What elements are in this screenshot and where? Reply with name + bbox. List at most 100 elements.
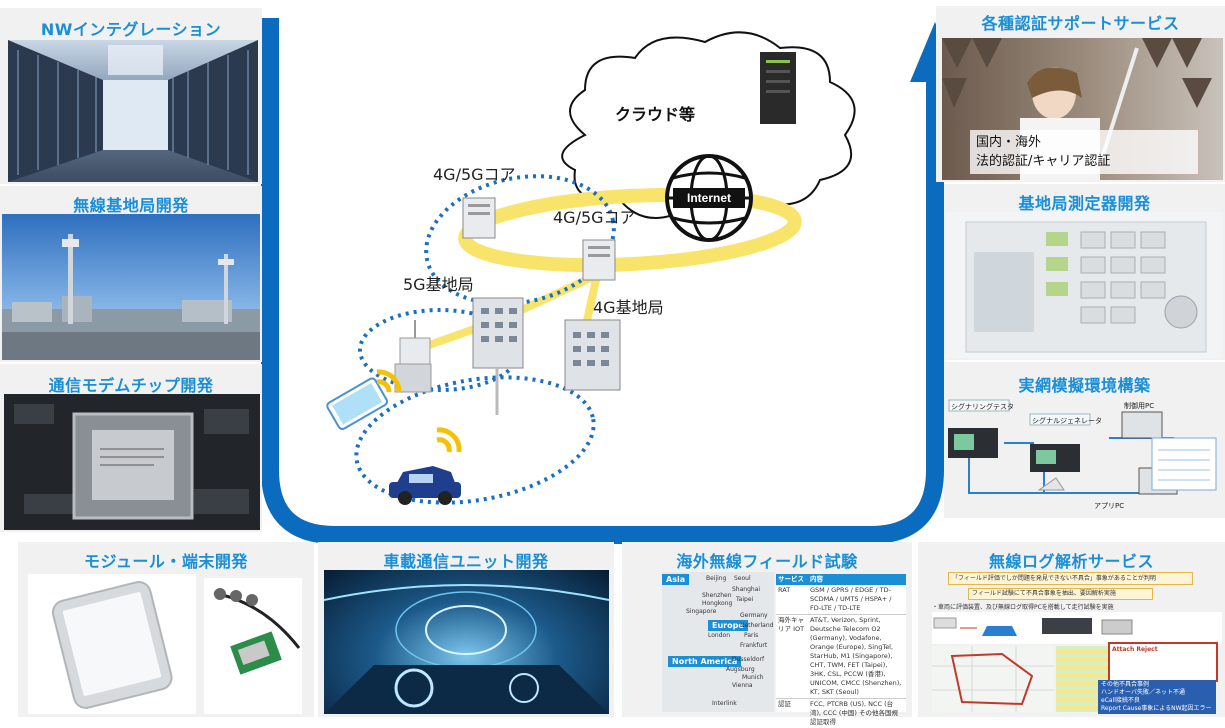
table-row: 認証 FCC, PTCRB (US), NCC (台湾), CCC (中国) そ… bbox=[776, 699, 906, 728]
instrument-photo bbox=[946, 212, 1223, 358]
caption-line-1: 国内・海外 bbox=[976, 135, 1042, 150]
emu-label-app-pc: アプリPC bbox=[1094, 502, 1124, 510]
car-icon bbox=[389, 466, 461, 505]
connected-car-photo bbox=[324, 570, 609, 714]
panel-measurement-instrument: 基地局測定器開発 bbox=[944, 184, 1225, 360]
city-germany: Germany bbox=[740, 612, 768, 619]
bullet-item: eCall接続不良 bbox=[1101, 697, 1140, 704]
city-shanghai: Shanghai bbox=[732, 586, 761, 593]
core-server-b-icon bbox=[582, 239, 616, 281]
city-interlink: Interlink bbox=[712, 700, 737, 707]
certification-lab-photo: 国内・海外 法的認証/キャリア認証 bbox=[942, 38, 1223, 180]
city-vienna: Vienna bbox=[732, 682, 753, 689]
attach-reject-title: Attach Reject bbox=[1112, 646, 1158, 653]
panel-title: 無線ログ解析サービス bbox=[988, 552, 1154, 571]
panel-title: モジュール・端末開発 bbox=[84, 552, 248, 571]
log-note: ・車両に評価装置、及び無線ログ取得PCを搭載して走行試験を実施 bbox=[932, 604, 1114, 611]
signal-icon bbox=[436, 427, 462, 453]
core-b-label: 4G/5Gコア bbox=[553, 208, 636, 227]
city-frankfurt: Frankfurt bbox=[740, 642, 768, 649]
caption-line-2: 法的認証/キャリア認証 bbox=[976, 154, 1111, 169]
panel-title: 車載通信ユニット開発 bbox=[383, 552, 549, 571]
attach-reject-box: Attach Reject bbox=[1108, 642, 1218, 682]
panel-overseas-field-test: 海外無線フィールド試験 Asia Europe North America Be… bbox=[622, 542, 912, 726]
row-text: AT&T, Verizon, Sprint, Deutsche Telecom … bbox=[810, 616, 902, 696]
bullet-item: ハンドオーバ失敗／ネット不通 bbox=[1101, 689, 1185, 696]
panel-network-emulation: 実網模擬環境構築 制御用PC シグナリングテスタ シグナルジェネレータ アプリP… bbox=[944, 362, 1225, 518]
panel-log-analysis: 無線ログ解析サービス 「フィールド評価でしか問題を発見できない不具合」事象がある… bbox=[918, 542, 1225, 717]
table-row: 海外キャリア IOT AT&T, Verizon, Sprint, Deutsc… bbox=[776, 615, 906, 699]
bs-4g-label: 4G基地局 bbox=[593, 298, 664, 317]
table-header: サービス 内容 bbox=[776, 574, 906, 585]
panel-title: 通信モデムチップ開発 bbox=[48, 376, 214, 395]
world-map-area: Asia Europe North America Beijing Seoul … bbox=[662, 572, 774, 712]
city-netherland: Netherland bbox=[740, 622, 774, 629]
region-europe: Europe bbox=[708, 620, 748, 631]
panel-title: 海外無線フィールド試験 bbox=[676, 552, 858, 571]
row-label: 認証 bbox=[778, 700, 791, 708]
smartphone-photo bbox=[28, 574, 196, 714]
emu-label-signal-generator: シグナルジェネレータ bbox=[1032, 416, 1102, 425]
emu-label-control-pc: 制御用PC bbox=[1124, 401, 1154, 410]
header-content: 内容 bbox=[810, 575, 823, 583]
rooftop-antenna-photo bbox=[2, 214, 260, 360]
core-a-label: 4G/5Gコア bbox=[433, 165, 516, 184]
city-london: London bbox=[708, 632, 730, 639]
city-taipei: Taipei bbox=[736, 596, 754, 603]
small-cell-antenna-icon bbox=[394, 320, 432, 393]
row-text: GSM / GPRS / EDGE / TD-SCDMA / UMTS / HS… bbox=[810, 586, 892, 612]
city-hongkong: Hongkong bbox=[702, 600, 733, 607]
log-map-area bbox=[932, 646, 1054, 712]
row-text: FCC, PTCRB (US), NCC (台湾), CCC (中国) その他各… bbox=[810, 700, 898, 726]
log-banner-2: フィールド試験にて不具合事象を抽出、要因解析実施 bbox=[968, 588, 1153, 600]
module-component-photo bbox=[204, 578, 302, 714]
bullet-item: その他不具合事例 bbox=[1101, 681, 1150, 688]
panel-title: 実網模擬環境構築 bbox=[1018, 376, 1151, 395]
core-ring bbox=[458, 187, 802, 273]
row-label: RAT bbox=[778, 586, 791, 594]
panel-title: 各種認証サポートサービス bbox=[981, 14, 1180, 33]
5g-base-station-building-icon bbox=[472, 297, 524, 369]
panel-nw-integration: NWインテグレーション bbox=[0, 8, 262, 184]
internet-label: Internet bbox=[687, 191, 731, 205]
signal-icon bbox=[376, 369, 402, 393]
coverage-ring-4g bbox=[354, 375, 596, 505]
table-row: RAT GSM / GPRS / EDGE / TD-SCDMA / UMTS … bbox=[776, 585, 906, 615]
bullet-item: Report Cause事象によるNW起因エラー bbox=[1101, 705, 1212, 712]
cloud-server-icon bbox=[760, 52, 796, 124]
bs-5g-label: 5G基地局 bbox=[403, 275, 474, 294]
coverage-ring-core bbox=[424, 174, 616, 306]
city-dusseldorf: Dusseldorf bbox=[732, 656, 765, 663]
panel-module-device: モジュール・端末開発 bbox=[18, 542, 314, 717]
panel-title: 無線基地局開発 bbox=[73, 196, 189, 215]
city-seoul: Seoul bbox=[734, 575, 751, 582]
log-banner-1: 「フィールド評価でしか問題を発見できない不具合」事象があることが判明 bbox=[948, 572, 1193, 585]
city-beijing: Beijing bbox=[706, 575, 727, 582]
region-north-america: North America bbox=[668, 656, 742, 667]
panel-modem-chip: 通信モデムチップ開発 bbox=[0, 364, 262, 532]
city-shenzhen: Shenzhen bbox=[702, 592, 732, 599]
panel-vehicle-unit: 車載通信ユニット開発 bbox=[318, 542, 614, 717]
emu-label-signal-tester: シグナリングテスタ bbox=[951, 402, 1014, 411]
smartphone-icon bbox=[326, 377, 389, 431]
log-bullet-box: その他不具合事例 ハンドオーバ失敗／ネット不通 eCall接続不良 Report… bbox=[1098, 680, 1216, 714]
cloud-label: クラウド等 bbox=[615, 105, 695, 124]
log-equipment-area bbox=[932, 612, 1222, 644]
city-paris: Paris bbox=[744, 632, 759, 639]
4g-base-station-building-icon bbox=[564, 319, 621, 391]
city-augsburg: Augsburg bbox=[726, 666, 755, 673]
emulation-diagram: 制御用PC シグナリングテスタ シグナルジェネレータ アプリPC bbox=[948, 399, 1217, 510]
certification-caption: 国内・海外 法的認証/キャリア認証 bbox=[970, 130, 1198, 174]
city-singapore: Singapore bbox=[686, 608, 717, 615]
row-label: 海外キャリア IOT bbox=[778, 616, 805, 633]
cpu-chip-photo bbox=[4, 394, 260, 530]
panel-title: NWインテグレーション bbox=[40, 20, 222, 39]
header-service: サービス bbox=[778, 575, 804, 583]
panel-title: 基地局測定器開発 bbox=[1018, 194, 1151, 213]
panel-base-station-dev: 無線基地局開発 bbox=[0, 186, 262, 362]
region-asia: Asia bbox=[662, 574, 690, 585]
server-room-photo bbox=[8, 40, 258, 182]
panel-certification: 各種認証サポートサービス 国内・海外 法的認証/キャリア認証 bbox=[936, 6, 1225, 182]
core-server-a-icon bbox=[462, 197, 496, 239]
field-test-table: サービス 内容 RAT GSM / GPRS / EDGE / TD-SCDMA… bbox=[776, 574, 906, 726]
